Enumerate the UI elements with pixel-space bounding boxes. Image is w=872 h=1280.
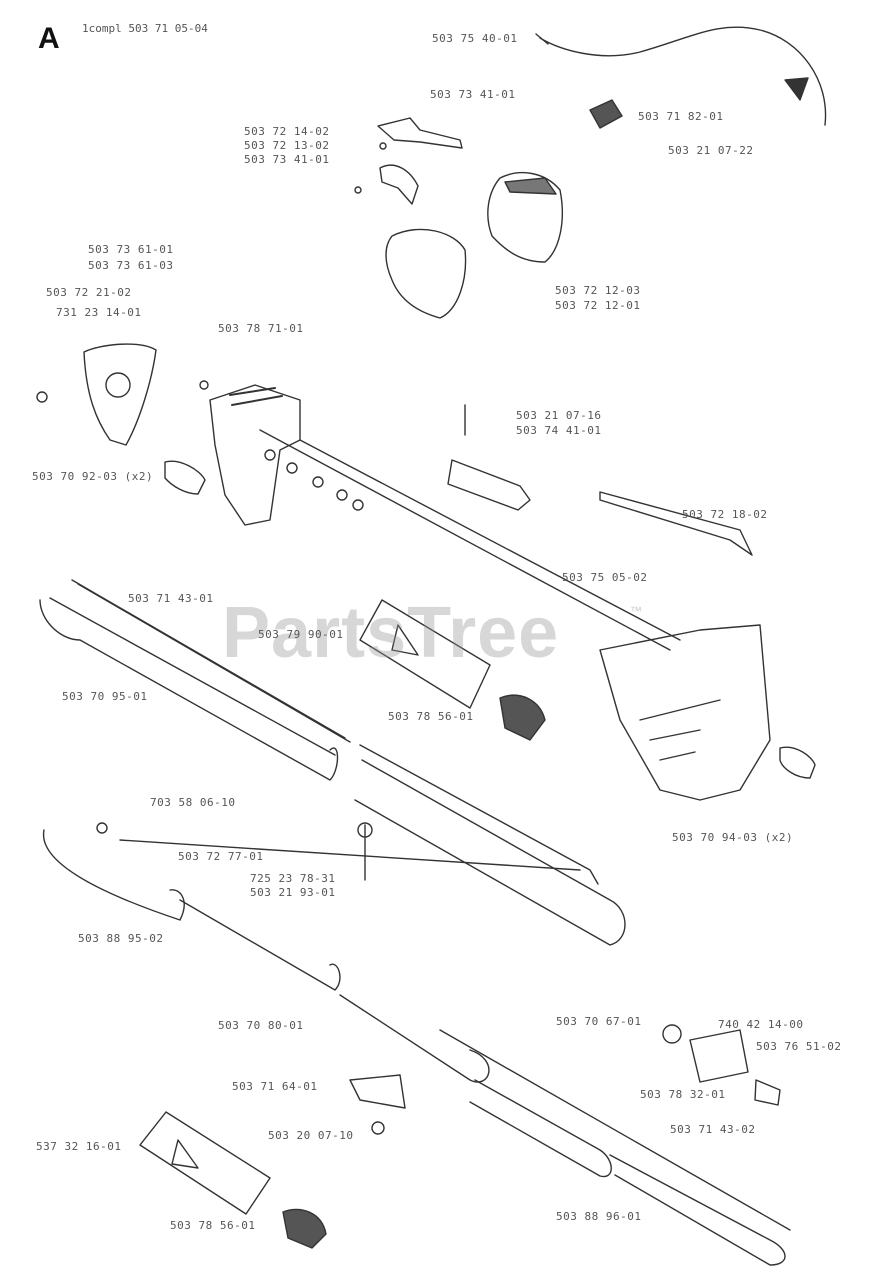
right-housing-drawing bbox=[599, 624, 816, 801]
part-label-pin-a: 725 23 78-31 bbox=[250, 872, 336, 885]
bracket-drawing bbox=[36, 343, 206, 495]
mid-parts-drawing bbox=[447, 404, 753, 556]
part-label-shaft-bottom: 503 71 43-02 bbox=[670, 1123, 756, 1136]
part-label-trigger-a: 503 72 14-02 bbox=[244, 125, 330, 138]
part-label-tube-lower: 503 88 95-02 bbox=[78, 932, 164, 945]
part-label-screws-mid-b: 503 74 41-01 bbox=[516, 424, 602, 437]
part-label-trigger-c: 503 73 41-01 bbox=[244, 153, 330, 166]
part-label-housing-a: 503 72 12-03 bbox=[555, 284, 641, 297]
part-label-bolt: 503 20 07-10 bbox=[268, 1129, 354, 1142]
part-label-screws-mid-a: 503 21 07-16 bbox=[516, 409, 602, 422]
part-label-cable-mid: 503 75 05-02 bbox=[562, 571, 648, 584]
part-label-coupler: 503 70 80-01 bbox=[218, 1019, 304, 1032]
throttle-cable-drawing bbox=[535, 26, 827, 126]
decal-upper-drawing bbox=[359, 599, 546, 741]
part-label-screw-top: 503 21 07-22 bbox=[668, 144, 754, 157]
part-label-shaft-lower: 503 72 77-01 bbox=[178, 850, 264, 863]
upper-tube-drawing bbox=[39, 579, 626, 946]
decal-lower-drawing bbox=[139, 1111, 327, 1249]
part-label-switch-block: 503 71 82-01 bbox=[638, 110, 724, 123]
part-label-handle-b: 503 73 61-03 bbox=[88, 259, 174, 272]
part-label-connector-c: 503 78 32-01 bbox=[640, 1088, 726, 1101]
part-label-housing-b: 503 72 12-01 bbox=[555, 299, 641, 312]
part-label-tube-bottom: 503 88 96-01 bbox=[556, 1210, 642, 1223]
part-label-pin-b: 503 21 93-01 bbox=[250, 886, 336, 899]
trigger-drawing bbox=[354, 117, 463, 205]
part-label-sticker-lower: 503 78 56-01 bbox=[170, 1219, 256, 1232]
part-label-sticker-upper: 503 78 56-01 bbox=[388, 710, 474, 723]
part-label-bracket-b: 731 23 14-01 bbox=[56, 306, 142, 319]
part-label-decal-lower: 537 32 16-01 bbox=[36, 1140, 122, 1153]
part-label-upper-tube: 503 78 71-01 bbox=[218, 322, 304, 335]
watermark: PartsTree bbox=[222, 593, 560, 673]
part-label-tube-upper: 503 70 95-01 bbox=[62, 690, 148, 703]
part-label-connector-b: 503 76 51-02 bbox=[756, 1040, 842, 1053]
part-label-clamp: 503 71 64-01 bbox=[232, 1080, 318, 1093]
part-label-washer: 703 58 06-10 bbox=[150, 796, 236, 809]
handle-housing-drawing bbox=[385, 171, 563, 319]
part-label-spring: 503 73 41-01 bbox=[430, 88, 516, 101]
assembly-label: 1compl 503 71 05-04 bbox=[82, 22, 208, 35]
part-label-decal-upper: 503 79 90-01 bbox=[258, 628, 344, 641]
part-label-bracket-a: 503 72 21-02 bbox=[46, 286, 132, 299]
lower-tube-drawing bbox=[42, 822, 791, 1266]
upper-housing-drawing bbox=[199, 380, 681, 651]
section-letter: A bbox=[38, 22, 60, 55]
part-label-grip-right: 503 70 94-03 (x2) bbox=[672, 831, 794, 844]
part-label-trigger-b: 503 72 13-02 bbox=[244, 139, 330, 152]
part-label-shaft-upper: 503 71 43-01 bbox=[128, 592, 214, 605]
part-label-connector-a: 740 42 14-00 bbox=[718, 1018, 804, 1031]
part-label-handle-a: 503 73 61-01 bbox=[88, 243, 174, 256]
part-label-cable-top: 503 75 40-01 bbox=[432, 32, 518, 45]
part-label-grip-left: 503 70 92-03 (x2) bbox=[32, 470, 154, 483]
switch-block-drawing bbox=[589, 99, 623, 129]
part-label-oring: 503 70 67-01 bbox=[556, 1015, 642, 1028]
part-label-lever: 503 72 18-02 bbox=[682, 508, 768, 521]
watermark-tm: ™ bbox=[630, 604, 642, 618]
